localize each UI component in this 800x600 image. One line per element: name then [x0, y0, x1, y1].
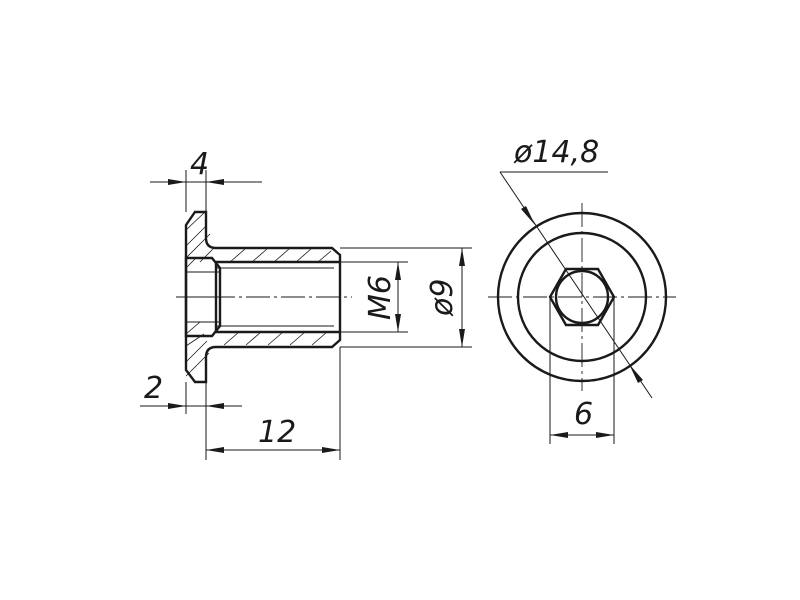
- side-view: [176, 210, 352, 384]
- end-dimensions: ø14,8 6: [499, 135, 653, 444]
- flange-outline: [184, 210, 342, 384]
- dim-thread: M6: [363, 275, 398, 320]
- dim-shank-length: 12: [258, 415, 296, 450]
- dim-head-recess: 2: [144, 371, 163, 406]
- hex-socket-section: [184, 256, 222, 338]
- end-view: [488, 203, 676, 391]
- dim-hex-width: 6: [574, 397, 593, 432]
- dim-shank-diameter: ø9: [425, 279, 460, 317]
- dim-flange-diameter: ø14,8: [513, 135, 599, 170]
- dim-flange-thickness: 4: [190, 147, 209, 182]
- side-dimensions: 4 2 12 M6 ø9: [140, 147, 472, 460]
